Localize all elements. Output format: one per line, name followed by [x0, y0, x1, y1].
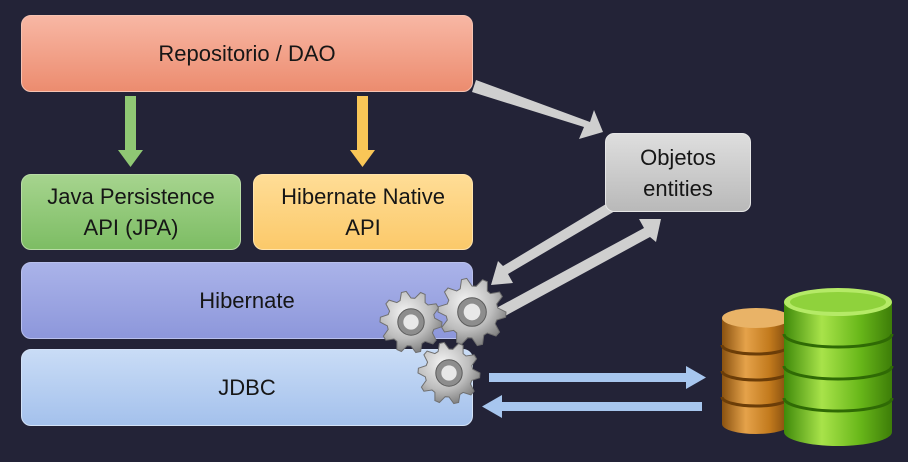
repository-box: Repositorio / DAO — [21, 15, 473, 92]
arrow-repo-to-native — [350, 96, 375, 167]
hibernate-native-box: Hibernate Native API — [253, 174, 473, 250]
gear-right-icon — [437, 277, 507, 347]
hibernate-native-label: Hibernate Native API — [281, 184, 445, 240]
hibernate-label: Hibernate — [199, 288, 295, 313]
jpa-label: Java Persistence API (JPA) — [47, 184, 215, 240]
database-icon — [720, 288, 894, 446]
jdbc-label: JDBC — [218, 375, 276, 400]
arrow-repo-to-entities — [472, 80, 603, 139]
entities-box: Objetos entities — [605, 133, 751, 212]
gear-left-icon — [379, 290, 443, 354]
arrow-repo-to-jpa — [118, 96, 143, 167]
arrow-db-to-jdbc — [482, 395, 702, 418]
repository-label: Repositorio / DAO — [158, 41, 336, 66]
arrow-hibernate-to-entities — [489, 219, 661, 322]
gear-bottom-icon — [417, 341, 481, 405]
arrow-jdbc-to-db — [489, 366, 706, 389]
jpa-box: Java Persistence API (JPA) — [21, 174, 241, 250]
jdbc-box: JDBC — [21, 349, 473, 426]
arrow-entities-to-hibernate — [491, 201, 615, 285]
entities-label: Objetos entities — [640, 144, 716, 201]
